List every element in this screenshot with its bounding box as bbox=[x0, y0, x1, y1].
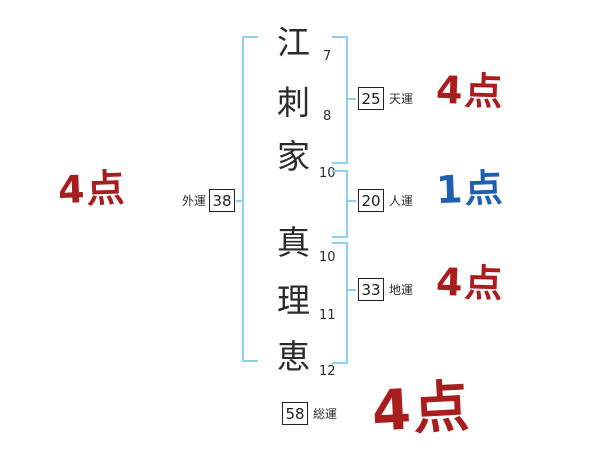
bracket-gaiun bbox=[242, 36, 258, 362]
bracket-tenun-tick bbox=[346, 98, 356, 100]
score-souun: 4点 bbox=[370, 374, 473, 445]
bracket-gaiun-tick bbox=[236, 200, 243, 202]
jinun-label: 人運 bbox=[389, 194, 414, 208]
name-char-1: 江 bbox=[277, 23, 310, 62]
stroke-count-6: 12 bbox=[319, 364, 336, 379]
bracket-jinun bbox=[332, 170, 348, 238]
stroke-count-1: 7 bbox=[323, 49, 332, 64]
chiun-value-box: 33 bbox=[358, 278, 384, 301]
stroke-count-3: 10 bbox=[319, 166, 336, 181]
tenun-value-box: 25 bbox=[358, 87, 384, 110]
name-char-5: 理 bbox=[277, 281, 310, 320]
bracket-tenun bbox=[332, 36, 348, 164]
name-char-4: 真 bbox=[277, 223, 310, 262]
souun-value-box: 58 bbox=[282, 402, 308, 425]
score-jinun: 1点 bbox=[435, 165, 506, 213]
name-char-3: 家 bbox=[277, 137, 310, 176]
tenun-label: 天運 bbox=[389, 92, 414, 106]
gaiun-label: 外運 bbox=[182, 194, 207, 208]
score-chiun: 4点 bbox=[435, 259, 506, 307]
jinun-value-box: 20 bbox=[358, 189, 384, 212]
stroke-count-4: 10 bbox=[319, 250, 336, 265]
bracket-chiun-tick bbox=[346, 289, 356, 291]
bracket-chiun bbox=[332, 242, 348, 364]
souun-label: 総運 bbox=[313, 407, 338, 421]
stroke-count-2: 8 bbox=[323, 109, 332, 124]
score-tenun: 4点 bbox=[435, 67, 506, 115]
name-char-6: 恵 bbox=[277, 337, 310, 376]
score-gaiun: 4点 bbox=[57, 165, 128, 213]
gaiun-value-box: 38 bbox=[209, 189, 235, 212]
chiun-label: 地運 bbox=[389, 283, 414, 297]
bracket-jinun-tick bbox=[346, 200, 356, 202]
name-char-2: 刺 bbox=[277, 83, 310, 122]
stroke-count-5: 11 bbox=[319, 308, 336, 323]
